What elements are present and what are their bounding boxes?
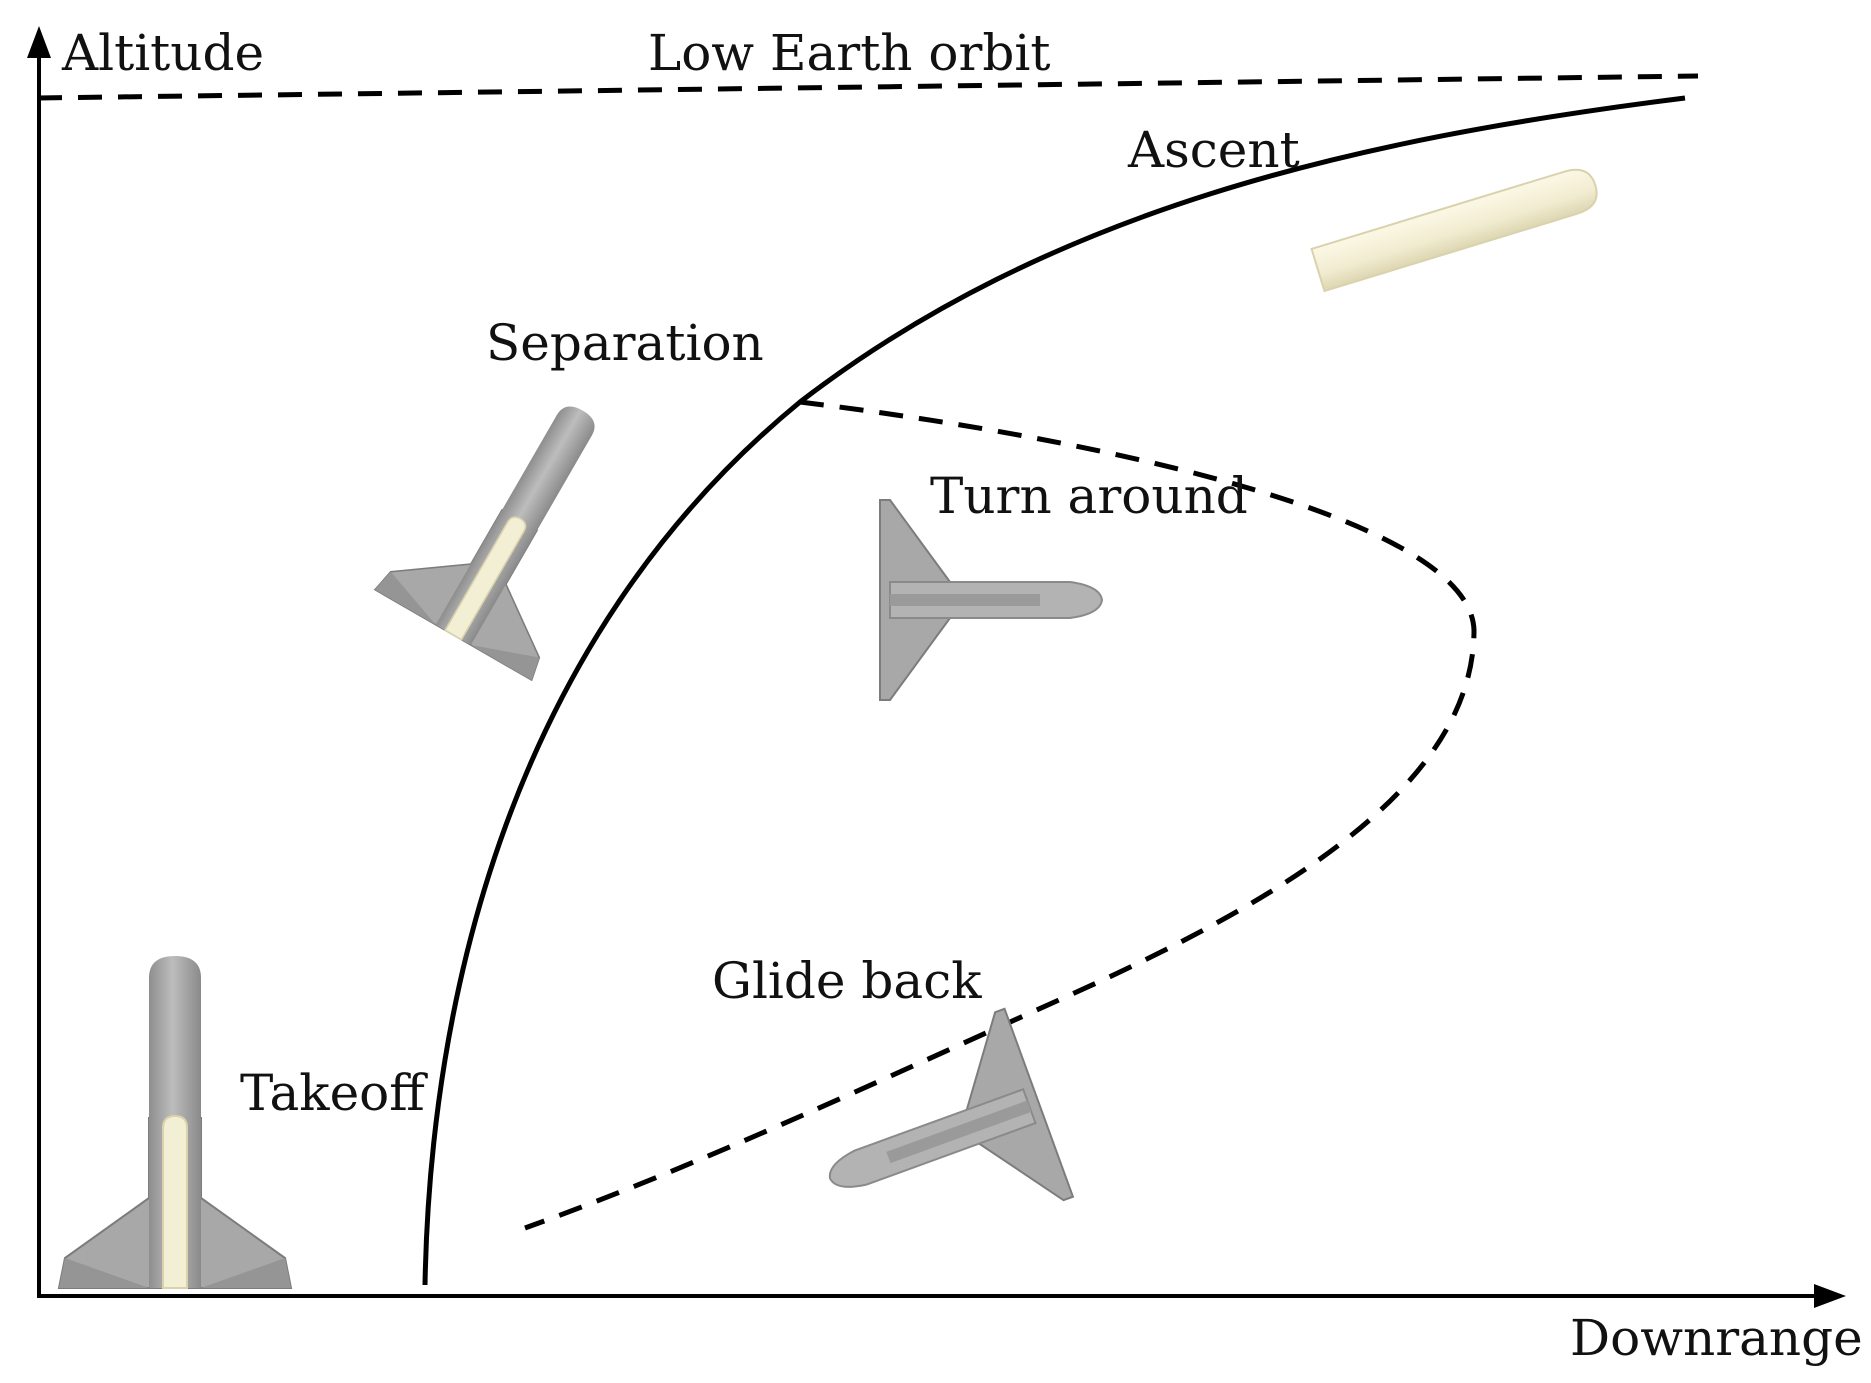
separation-label: Separation xyxy=(486,314,764,372)
y-axis-arrow-icon xyxy=(27,26,51,58)
orbit-label: Low Earth orbit xyxy=(648,24,1051,82)
upper-stage-icon xyxy=(1310,168,1598,293)
ascent-label: Ascent xyxy=(1127,121,1300,179)
booster-takeoff-icon xyxy=(58,955,292,1289)
return-trajectory xyxy=(524,399,1477,1231)
axes xyxy=(27,26,1846,1308)
takeoff-label: Takeoff xyxy=(240,1064,428,1122)
glide-back-label: Glide back xyxy=(712,952,982,1010)
turn-around-label: Turn around xyxy=(930,467,1248,525)
ascent-trajectory xyxy=(422,95,1686,1286)
x-axis-label: Downrange xyxy=(1570,1309,1863,1367)
x-axis-arrow-icon xyxy=(1814,1284,1846,1308)
booster-glide-back-icon xyxy=(794,1007,1074,1274)
booster-turn-around-icon xyxy=(879,499,1103,701)
orbit-line xyxy=(37,73,1699,101)
y-axis-label: Altitude xyxy=(61,24,264,82)
booster-separation-icon xyxy=(374,364,662,681)
